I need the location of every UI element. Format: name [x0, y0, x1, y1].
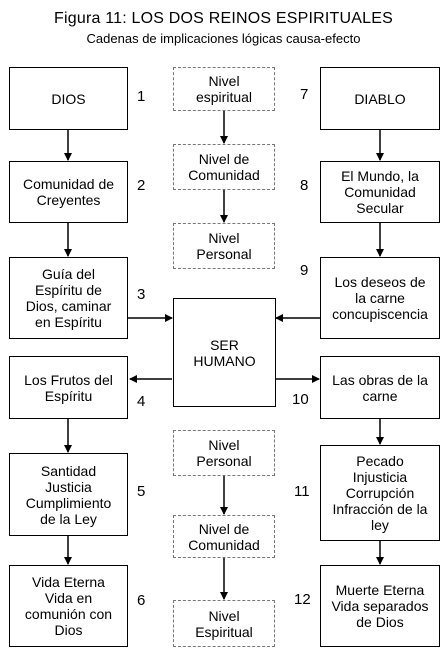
box-ser-humano: SER HUMANO — [173, 298, 276, 407]
box-vida-eterna: Vida Eterna Vida en comunión con Dios — [9, 565, 128, 647]
box-dios: DIOS — [9, 67, 128, 130]
level-espiritual-bottom: Nivel Espiritual — [173, 600, 275, 647]
step-number-12: 12 — [294, 591, 311, 608]
step-number-7: 7 — [300, 86, 309, 103]
step-number-9: 9 — [300, 262, 309, 279]
box-frutos-espiritu: Los Frutos del Espíritu — [9, 356, 128, 419]
figure-subtitle: Cadenas de implicaciones lógicas causa-e… — [86, 31, 361, 46]
level-comunidad-bottom: Nivel de Comunidad — [173, 515, 275, 558]
step-number-2: 2 — [137, 177, 146, 194]
box-muerte-eterna: Muerte Eterna Vida separados de Dios — [320, 565, 440, 647]
step-number-10: 10 — [292, 391, 309, 408]
level-personal-top: Nivel Personal — [173, 223, 275, 269]
level-comunidad-top: Nivel de Comunidad — [173, 144, 275, 190]
box-guia-espiritu: Guía del Espíritu de Dios, caminar en Es… — [9, 257, 128, 339]
step-number-5: 5 — [137, 483, 146, 500]
step-number-8: 8 — [300, 177, 309, 194]
step-number-3: 3 — [137, 286, 146, 303]
box-comunidad-creyentes: Comunidad de Creyentes — [9, 161, 128, 223]
box-santidad: Santidad Justicia Cumplimiento de la Ley — [9, 453, 128, 536]
step-number-1: 1 — [137, 88, 146, 105]
level-personal-bottom: Nivel Personal — [173, 430, 275, 476]
box-mundo: El Mundo, la Comunidad Secular — [320, 161, 440, 223]
box-diablo: DIABLO — [320, 67, 440, 130]
figure-title: Figura 11: LOS DOS REINOS ESPIRITUALES — [54, 10, 393, 27]
step-number-6: 6 — [137, 592, 146, 609]
box-obras-carne: Las obras de la carne — [320, 356, 440, 419]
box-pecado: Pecado Injusticia Corrupción Infracción … — [320, 445, 440, 541]
step-number-11: 11 — [294, 483, 310, 500]
step-number-4: 4 — [137, 393, 146, 410]
box-deseos-carne: Los deseos de la carne concupiscencia — [320, 257, 440, 339]
level-espiritual-top: Nivel espiritual — [173, 67, 275, 111]
